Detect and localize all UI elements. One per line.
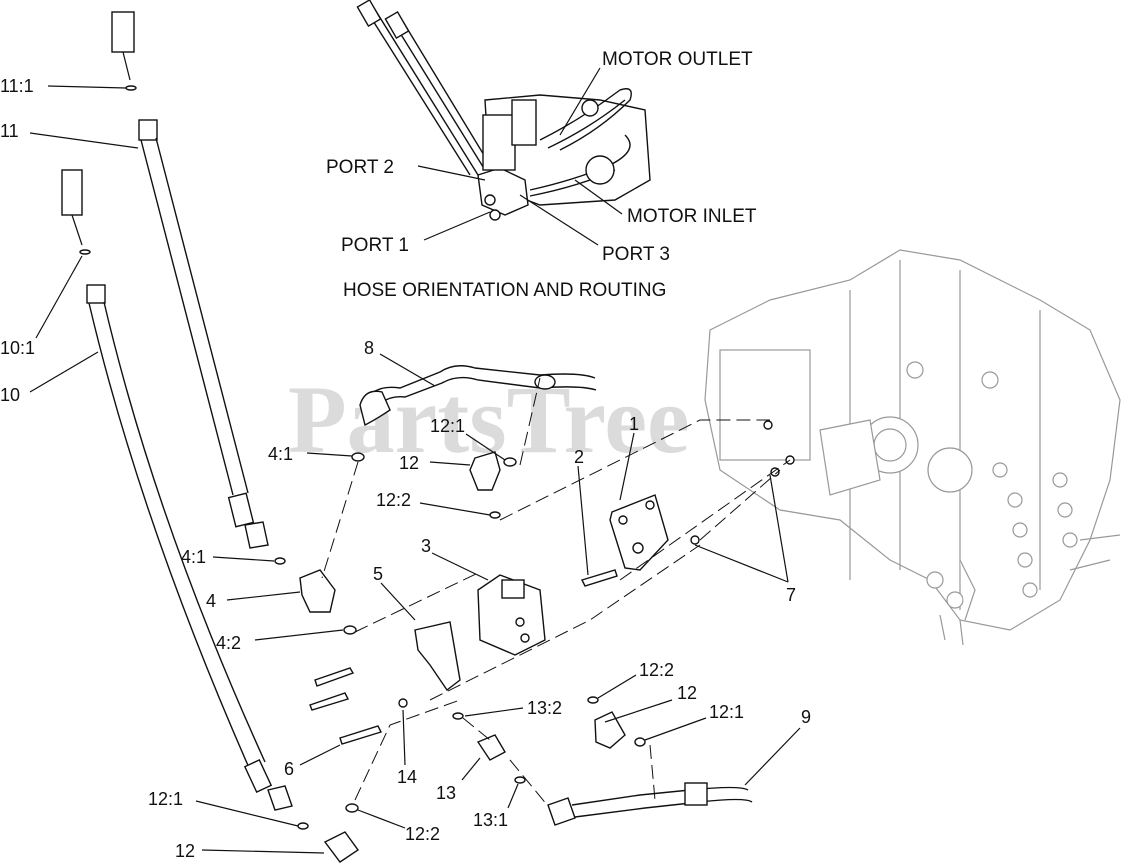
- hose-8: [359, 365, 597, 427]
- callout-7: 7: [786, 585, 796, 605]
- callout-12-right: 12: [677, 683, 697, 703]
- callout-4-2: 4:2: [216, 633, 241, 653]
- elbow-12-right: [594, 711, 626, 749]
- o-ring-4-2: [343, 625, 357, 635]
- callout-12-1-right: 12:1: [709, 702, 744, 722]
- hose-10: [61, 169, 359, 863]
- callout-12-1-lower: 12:1: [148, 789, 183, 809]
- callout-11: 11: [0, 121, 19, 141]
- o-ring-12-1-right: [634, 737, 646, 747]
- label-motor-inlet: MOTOR INLET: [627, 206, 757, 227]
- callout-12-upper: 12: [399, 453, 419, 473]
- adapter-4: [299, 569, 336, 613]
- bolt-6-b: [309, 692, 349, 711]
- callout-8: 8: [364, 338, 374, 358]
- callout-6: 6: [284, 759, 294, 779]
- callout-10-1: 10:1: [0, 338, 35, 358]
- o-ring-4-1-lower: [274, 557, 286, 565]
- callout-13-2: 13:2: [527, 698, 562, 718]
- bolt-6-a: [314, 667, 355, 687]
- callout-13-1: 13:1: [473, 810, 508, 830]
- o-ring-13-1: [514, 776, 526, 784]
- callout-12-1-upper: 12:1: [430, 416, 465, 436]
- o-ring-12-2-right: [587, 696, 599, 704]
- callout-1: 1: [629, 414, 639, 434]
- callout-14: 14: [397, 767, 417, 787]
- engine-block: [704, 249, 1121, 646]
- o-ring-12-2-lower: [345, 803, 359, 813]
- callout-11-1: 11:1: [0, 76, 34, 96]
- callout-3: 3: [421, 536, 431, 556]
- elbow-12-upper: [469, 451, 501, 491]
- diagram-title: HOSE ORIENTATION AND ROUTING: [343, 280, 666, 301]
- o-ring-12-2-upper: [489, 511, 501, 519]
- callout-12-2-right: 12:2: [639, 660, 674, 680]
- o-ring-4-1-upper: [351, 452, 365, 462]
- inset-drawing: [356, 0, 651, 221]
- hose-11: [111, 11, 269, 549]
- adapter-13: [476, 734, 506, 761]
- callout-4-1-lower: 4:1: [181, 547, 206, 567]
- callout-4: 4: [206, 591, 216, 611]
- label-motor-outlet: MOTOR OUTLET: [602, 49, 753, 70]
- bracket-5: [414, 621, 461, 692]
- hose-9: [547, 782, 753, 826]
- label-port-2: PORT 2: [326, 157, 394, 178]
- o-ring-13-2: [452, 712, 464, 720]
- callout-2: 2: [574, 447, 584, 467]
- callout-9: 9: [801, 707, 811, 727]
- o-ring-12-1-upper: [503, 457, 517, 467]
- callout-12-2-upper: 12:2: [376, 490, 411, 510]
- bolt-6-c: [339, 725, 382, 745]
- callout-13: 13: [436, 783, 456, 803]
- plate-1: [609, 494, 669, 571]
- callout-5: 5: [373, 564, 383, 584]
- label-port-3: PORT 3: [602, 244, 670, 265]
- bolt-2: [581, 569, 618, 587]
- callout-4-1-upper: 4:1: [268, 444, 293, 464]
- callout-12-lower: 12: [175, 841, 195, 861]
- callout-10: 10: [0, 385, 20, 405]
- callout-12-2-lower: 12:2: [405, 824, 440, 844]
- washer-14: [398, 698, 408, 708]
- label-port-1: PORT 1: [341, 235, 409, 256]
